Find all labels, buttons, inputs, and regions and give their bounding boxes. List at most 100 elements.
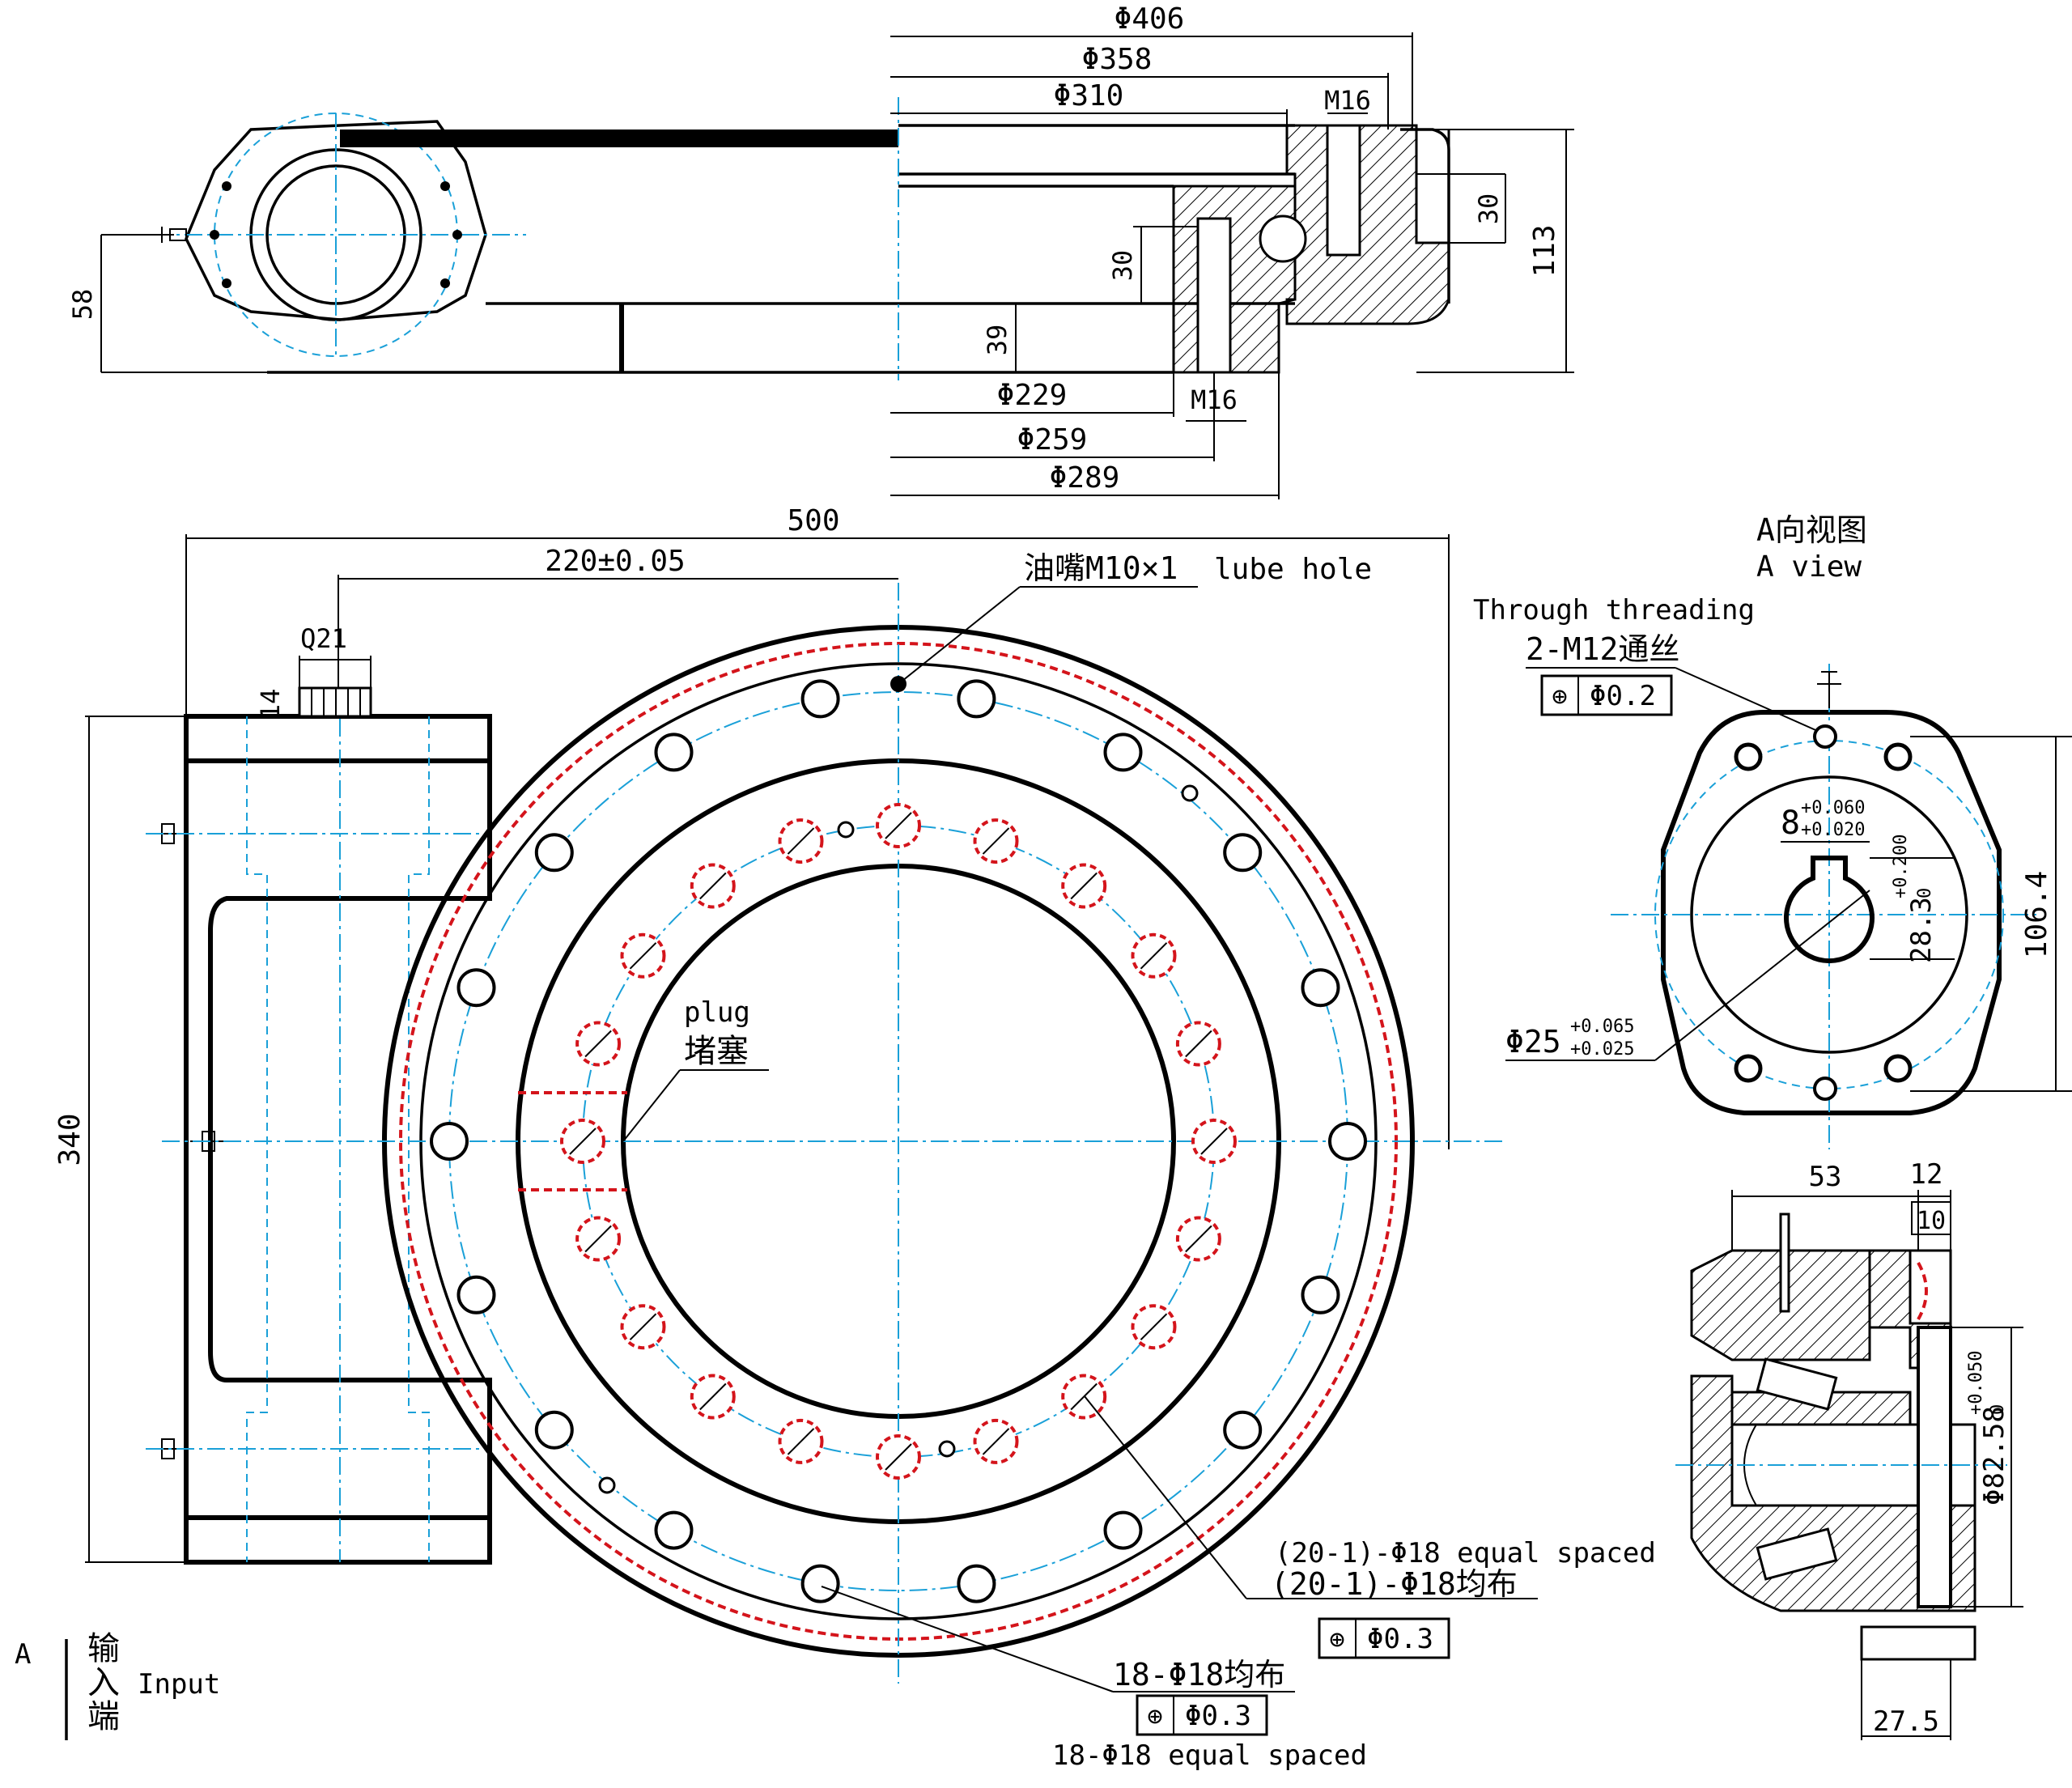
- thread-label-cn: 2-M12通丝: [1526, 631, 1679, 667]
- ball-race: [1259, 214, 1307, 263]
- dim-10: 10: [1917, 1207, 1946, 1235]
- inner-bolt-hole-mark: [982, 1428, 1010, 1455]
- outer-bolt-hole: [1223, 1410, 1263, 1450]
- inner-bolt-hole-mark: [699, 872, 727, 900]
- section-dia-tol-low: 0: [1988, 1404, 2008, 1415]
- outer-bolt-hole: [957, 1564, 996, 1603]
- keyed-bore: [1784, 856, 1875, 963]
- bolt-hole: [1734, 1054, 1763, 1083]
- outer-bolt-hole: [534, 833, 574, 873]
- holes20-leader: [1084, 1395, 1247, 1599]
- inner-bolt-hole-mark: [982, 827, 1010, 855]
- outer-bolt-hole: [456, 968, 496, 1008]
- inner-bolt-hole-mark: [569, 1128, 597, 1155]
- side-dimensions: Φ406 Φ358 Φ310 M16 30 113 30 39: [67, 2, 1574, 499]
- plug-hidden: [518, 1091, 627, 1191]
- dim-c220: 220±0.05: [545, 545, 685, 578]
- height-dim: 106.4: [2020, 871, 2053, 958]
- cap-opening: [1909, 1249, 1952, 1325]
- thread-label-en: Through threading: [1473, 594, 1755, 626]
- holes20-label-cn: (20-1)-Φ18均布: [1271, 1566, 1518, 1602]
- bore-tol-low: +0.025: [1570, 1039, 1634, 1060]
- worm-bolt-hole: [222, 181, 231, 191]
- inner-bolt-hole-mark: [1140, 942, 1168, 970]
- m16-top-hole: [1326, 124, 1361, 257]
- key-depth-tol-low: 0: [1915, 888, 1935, 898]
- thread-tol: Φ0.2: [1590, 680, 1656, 712]
- worm-housing: [184, 714, 492, 1565]
- lube-label-en: lube hole: [1214, 553, 1372, 586]
- input-cn-2: 入: [87, 1664, 120, 1701]
- inner-bolt-hole-mark: [885, 1443, 912, 1471]
- key-width: 8: [1781, 805, 1800, 842]
- input-label-en: Input: [138, 1668, 220, 1701]
- cap-hidden: [1917, 1262, 1928, 1320]
- outer-ring-section: [1285, 124, 1450, 325]
- inner-bolt-hole-mark: [629, 942, 657, 970]
- a-view-housing: [1661, 710, 2002, 1115]
- dim-53: 53: [1809, 1161, 1842, 1193]
- holes18-leader: [821, 1586, 1114, 1692]
- inner-ring-section: [1172, 185, 1297, 374]
- dim-h39: 39: [982, 325, 1013, 356]
- inner-bolt-hole-mark: [787, 827, 815, 855]
- input-cn-1: 输: [87, 1630, 120, 1667]
- inner-bolt-hole-mark: [1200, 1128, 1228, 1155]
- lube-label-cn: 油嘴M10×1: [1024, 550, 1178, 586]
- outer-bolt-hole: [1223, 833, 1263, 873]
- dim-27-5: 27.5: [1873, 1705, 1939, 1738]
- m12-hole: [1813, 1077, 1837, 1101]
- dim-h14: 14: [255, 689, 286, 720]
- holes18-label-en: 18-Φ18 equal spaced: [1052, 1739, 1367, 1772]
- view-arrow-label: A: [15, 1638, 31, 1671]
- dim-d229: Φ229: [997, 379, 1068, 412]
- worm-bolt-hole: [452, 230, 462, 240]
- thread-leader: [1675, 667, 1822, 733]
- worm-bolt-hole: [210, 230, 219, 240]
- holes18-tol-frame: [1136, 1694, 1268, 1736]
- dim-w500: 500: [787, 504, 839, 537]
- lube-leader: [898, 586, 1021, 685]
- bearing-roller: [1756, 1357, 1838, 1411]
- position-symbol: ⊕: [1329, 1624, 1344, 1654]
- key-tol-up: +0.060: [1801, 798, 1865, 818]
- inner-bolt-hole-mark: [699, 1382, 727, 1411]
- dim-h58: 58: [67, 289, 98, 321]
- pinion-teeth: [311, 688, 361, 716]
- bolt-hole: [1883, 742, 1913, 771]
- a-view-title-en: A view: [1756, 550, 1862, 584]
- dim-d289: Φ289: [1050, 461, 1120, 495]
- plug-label-cn: 堵塞: [684, 1033, 749, 1070]
- dim-d406: Φ406: [1115, 2, 1185, 36]
- inner-bolt-hole-mark: [787, 1428, 815, 1455]
- thread-tol-frame: [1540, 674, 1673, 716]
- side-view: Φ406 Φ358 Φ310 M16 30 113 30 39: [67, 2, 1574, 499]
- small-hole: [1181, 784, 1199, 802]
- holes20-tol-frame: [1318, 1617, 1450, 1659]
- outer-bolt-hole: [654, 733, 694, 772]
- dim-12: 12: [1910, 1158, 1943, 1191]
- outer-bolt-hole: [800, 1564, 840, 1603]
- outer-bolt-hole: [800, 679, 840, 719]
- inner-bolt-hole-mark: [1070, 1382, 1098, 1411]
- inner-bolt-hole-mark: [1185, 1225, 1212, 1253]
- grease-nipple: [1779, 1213, 1790, 1313]
- outer-bolt-hole: [1301, 968, 1340, 1008]
- outer-bolt-hole: [1301, 1275, 1340, 1314]
- inner-bolt-hole-mark: [1070, 872, 1098, 900]
- section-dia: Φ82.58: [1978, 1406, 2010, 1506]
- grease-nipple: [1817, 671, 1841, 708]
- dim-h340: 340: [53, 1113, 87, 1166]
- inner-bolt-hole-mark: [885, 812, 912, 839]
- key-tol-low: +0.020: [1801, 820, 1865, 840]
- worm-bolt-hole: [440, 181, 450, 191]
- front-view: 500 220±0.05 Q21 14 340: [15, 504, 1656, 1772]
- worm-bolt-hole: [440, 278, 450, 288]
- worm-bolt-hole: [222, 278, 231, 288]
- inner-bolt-hole-mark: [1185, 1030, 1212, 1058]
- position-symbol: ⊕: [1147, 1701, 1162, 1731]
- outer-bolt-hole: [654, 1510, 694, 1550]
- dim-d259: Φ259: [1017, 423, 1088, 457]
